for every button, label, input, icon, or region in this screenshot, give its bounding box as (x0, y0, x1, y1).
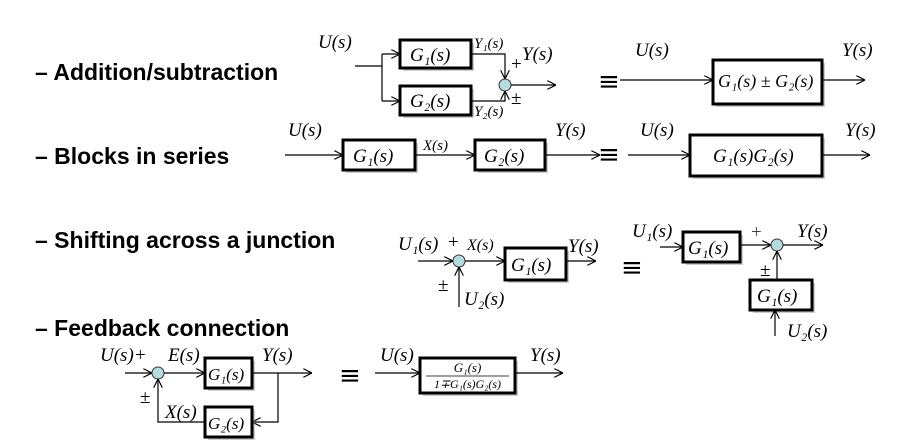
block-g1-top (681, 230, 742, 264)
eq-u1-label: U₁(s) (632, 221, 672, 242)
u1-label: U₁(s) (398, 234, 438, 255)
x-label: X(s) (466, 237, 494, 254)
feedback-arrow (252, 373, 279, 422)
block-g1 (398, 38, 473, 70)
eq-output-label: Y(s) (842, 40, 873, 61)
eq-output-label: Y(s) (797, 221, 828, 242)
summing-junction (498, 78, 512, 92)
series-input-label: U(s) (288, 120, 322, 141)
block-g1-top-label: G₁(s) (688, 238, 728, 259)
block-g2-label: G₂(s) (484, 146, 524, 167)
block-g2 (398, 84, 473, 117)
plusminus-sign: ± (438, 275, 448, 296)
bullet-addition: – Addition/subtraction (35, 59, 278, 85)
bullet-junction: – Shifting across a junction (35, 227, 335, 253)
eq-input-label: U(s) (640, 120, 674, 141)
plus-sign: + (511, 54, 522, 75)
addition-output-label: Y(s) (522, 44, 553, 65)
summing-junction (452, 254, 466, 268)
equivalence-sign: ≡ (598, 140, 620, 170)
e-label: E(s) (167, 345, 200, 366)
eq-output-label: Y(s) (845, 120, 876, 141)
block-sum-label: G₁(s) ± G₂(s) (718, 71, 813, 92)
output-label: Y(s) (568, 236, 599, 257)
eq-u2-label: U₂(s) (787, 321, 827, 342)
summing-junction (770, 238, 784, 252)
y2-label: Y₂(s) (474, 104, 503, 120)
numerator-label: G₁(s) (454, 360, 482, 375)
series-diagram: U(s) G₁(s) X(s) G₂(s) Y(s) ≡ U(s) G₁(s)G… (285, 120, 876, 179)
bullet-feedback: – Feedback connection (35, 315, 289, 341)
equivalence-sign: ≡ (621, 253, 643, 283)
addition-input-label: U(s) (318, 32, 352, 53)
block-g1-bottom-label: G₁(s) (757, 286, 797, 307)
block-g2-label: G₂(s) (410, 91, 450, 112)
series-output-label: Y(s) (555, 120, 586, 141)
block-closed-loop (418, 356, 517, 395)
block-product (688, 133, 824, 178)
block-sum (711, 58, 824, 106)
block-g1-label: G₁(s) (410, 45, 450, 66)
block-g1-label: G₁(s) (353, 146, 393, 167)
arrow (471, 91, 505, 102)
feedback-diagram: U(s) + E(s) G₁(s) Y(s) G₂(s) ± X(s) ≡ U(… (100, 345, 563, 440)
denominator-label: 1∓G₁(s)G₂(s) (434, 377, 501, 391)
u2-label: U₂(s) (464, 289, 504, 310)
block-product-label: G₁(s)G₂(s) (713, 146, 794, 167)
summing-junction (151, 366, 165, 380)
block-g1-bottom (748, 278, 814, 312)
block-g2 (203, 405, 254, 439)
junction-diagram: U₁(s) + X(s) G₁(s) Y(s) ± U₂(s) ≡ U₁(s) … (398, 221, 828, 342)
block-g1 (503, 246, 568, 282)
plusminus-sign: ± (511, 88, 521, 109)
bullet-series: – Blocks in series (35, 143, 229, 169)
arrow (471, 53, 505, 79)
block-g2-label: G₂(s) (208, 414, 244, 433)
x-label: X(s) (422, 138, 448, 154)
plus-sign: + (448, 232, 459, 253)
feedback-arrow (158, 379, 205, 423)
plusminus-sign: ± (140, 387, 150, 408)
block-g1-label: G₁(s) (208, 365, 244, 384)
feedback-input-label: U(s) (100, 345, 134, 366)
x-label: X(s) (164, 402, 197, 423)
output-label: Y(s) (262, 345, 293, 366)
block-g1-label: G₁(s) (511, 255, 551, 276)
addition-diagram: U(s) G₁(s) G₂(s) Y₁(s) Y₂(s) + ± Y(s) ≡ … (318, 32, 873, 120)
eq-input-label: U(s) (635, 40, 669, 61)
y1-label: Y₁(s) (474, 36, 503, 52)
equivalence-sign: ≡ (598, 67, 620, 97)
plus-sign: + (751, 222, 762, 243)
plusminus-sign: ± (760, 260, 770, 281)
eq-output-label: Y(s) (530, 345, 561, 366)
plus-sign: + (135, 345, 146, 366)
equivalence-sign: ≡ (339, 361, 361, 391)
eq-input-label: U(s) (380, 345, 414, 366)
